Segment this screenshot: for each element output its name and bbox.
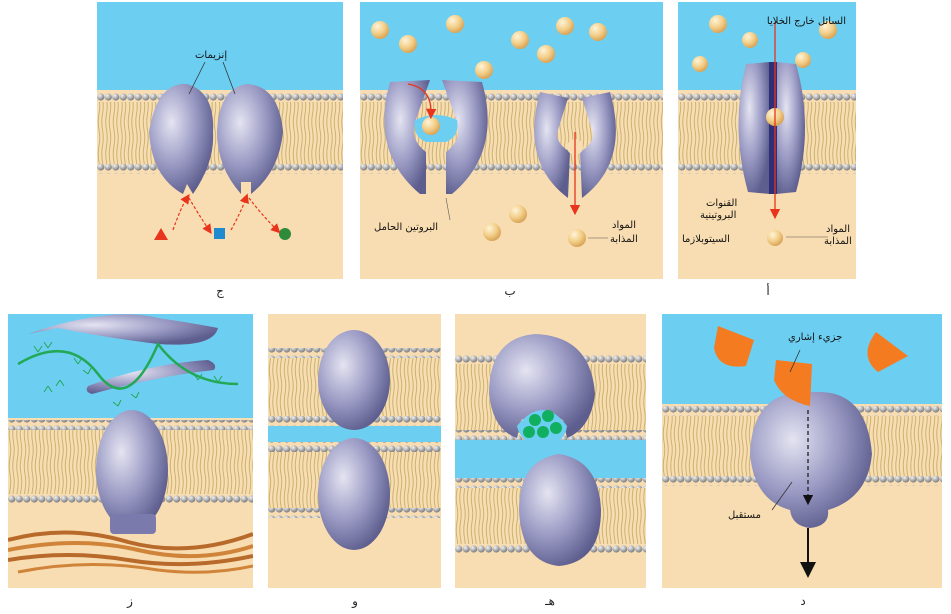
caption-b: ب bbox=[504, 284, 516, 298]
adhesion-protein-bottom bbox=[318, 438, 390, 550]
adhesion-protein-top bbox=[318, 330, 390, 430]
label-signal-molecule: جزيء إشاري bbox=[788, 332, 843, 343]
carrier-protein-1-left bbox=[384, 80, 430, 194]
cytoskeleton-filaments bbox=[17, 563, 253, 574]
caption-c: ج bbox=[216, 284, 224, 298]
panel-d-receptor: جزيء إشاري مستقبل bbox=[662, 314, 942, 588]
caption-e: هـ bbox=[545, 594, 555, 608]
label-solute-b-2: المذابة bbox=[610, 234, 638, 245]
label-receptor: مستقبل bbox=[728, 510, 761, 521]
label-carrier-protein: البروتين الحامل bbox=[374, 222, 439, 233]
integrin-protein bbox=[96, 410, 168, 530]
label-cytoplasm: السيتوبلازما bbox=[682, 234, 730, 245]
panel-e-cell-junction bbox=[455, 314, 646, 588]
label-enzymes: إنزيمات bbox=[195, 50, 228, 61]
junction-protein-bottom bbox=[519, 454, 601, 566]
label-solute-b-1: المواد bbox=[612, 220, 637, 231]
label-channel-proteins-2: البروتينية bbox=[700, 210, 737, 221]
enzyme-right bbox=[217, 84, 283, 194]
panel-f-cell-adhesion bbox=[268, 314, 441, 588]
caption-a: أ bbox=[766, 284, 770, 298]
panel-b-carrier-proteins: البروتين الحامل المواد المذابة bbox=[360, 2, 663, 279]
caption-g: ز bbox=[127, 594, 133, 608]
signal-molecule-bound bbox=[774, 360, 812, 406]
enzyme-left bbox=[149, 83, 214, 194]
receptor-protein bbox=[750, 392, 872, 528]
label-solute-1: المواد bbox=[826, 224, 851, 235]
carrier-protein-2-left bbox=[534, 92, 570, 198]
caption-d: د bbox=[800, 594, 806, 608]
caption-f: و bbox=[352, 594, 358, 608]
substrate-triangle bbox=[154, 228, 168, 240]
intermediate-square bbox=[214, 228, 225, 239]
junction-protein-top bbox=[489, 334, 595, 438]
signal-molecule-2 bbox=[867, 332, 908, 372]
label-channel-proteins-1: القنوات bbox=[706, 198, 738, 209]
signal-molecule-1 bbox=[714, 326, 754, 367]
panel-a-channel-proteins: السائل خارج الخلايا القنوات البروتينية ا… bbox=[678, 2, 856, 279]
panel-g-cytoskeleton-attachment bbox=[8, 314, 253, 588]
carrier-protein-2-right bbox=[580, 92, 616, 198]
label-extracellular-fluid: السائل خارج الخلايا bbox=[766, 16, 846, 27]
channel-protein-right-half bbox=[776, 62, 805, 194]
label-solute-2: المذابة bbox=[824, 236, 852, 247]
channel-protein-left-half bbox=[738, 62, 770, 194]
panel-c-enzymes: إنزيمات bbox=[97, 2, 343, 279]
product-circle bbox=[279, 228, 291, 240]
carrier-protein-1-right bbox=[442, 80, 488, 194]
extracellular-matrix-fiber bbox=[17, 341, 239, 390]
